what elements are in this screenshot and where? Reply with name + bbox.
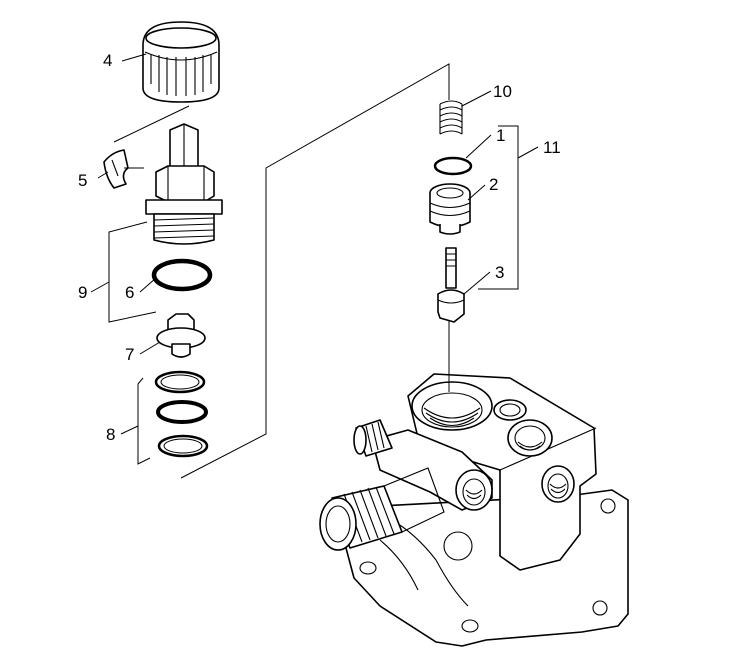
callout-8: 8 (106, 425, 115, 444)
callout-labels: 4 5 9 6 7 8 10 1 2 11 3 (78, 51, 561, 444)
callout-10: 10 (493, 82, 512, 101)
group-brackets (108, 125, 519, 465)
callout-1: 1 (496, 126, 505, 145)
ring-set-part (154, 370, 209, 458)
callout-9: 9 (78, 283, 87, 302)
pump-head-housing (319, 373, 629, 647)
spring-part (439, 100, 463, 135)
callout-5: 5 (78, 171, 87, 190)
plug-part (156, 313, 206, 358)
o-ring-part (151, 258, 213, 292)
callout-3: 3 (495, 263, 504, 282)
callout-11: 11 (543, 138, 561, 157)
valve-body-part (145, 123, 223, 245)
leader-lines (90, 53, 539, 435)
callout-6: 6 (125, 283, 134, 302)
cap-part (142, 21, 220, 103)
callout-7: 7 (125, 345, 134, 364)
valve-piston-part (437, 247, 465, 323)
assembly-lines (113, 63, 450, 479)
o-ring-small-part (433, 156, 473, 176)
valve-seat-part (429, 183, 471, 235)
seal-tape-part (103, 149, 129, 189)
callout-2: 2 (489, 175, 498, 194)
callout-4: 4 (103, 51, 112, 70)
